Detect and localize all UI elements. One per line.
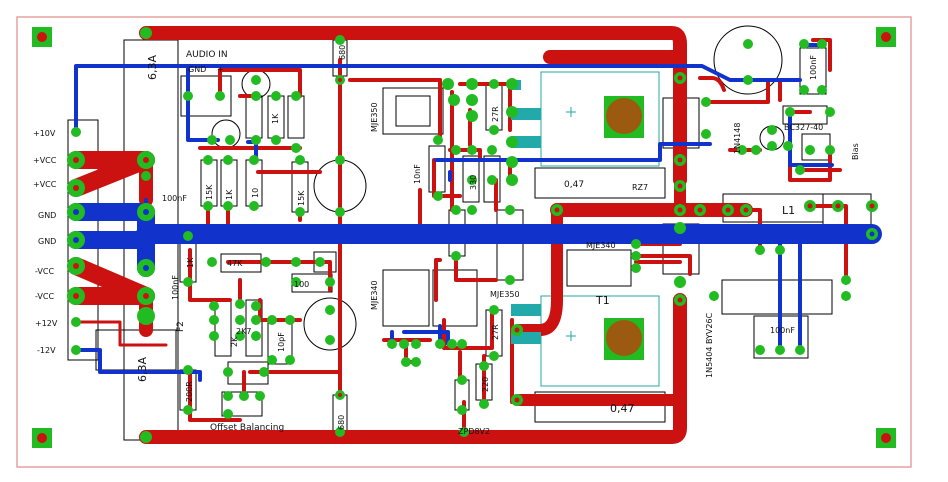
label-rail-nvcc1: -VCC <box>35 267 54 276</box>
label-zpd: ZPD8V2 <box>458 427 490 436</box>
label-mje350-top: MJE350 <box>370 102 379 132</box>
label-mje350-bot: MJE350 <box>490 290 520 299</box>
cross-markers <box>566 107 576 341</box>
label-r27r-b: 27R <box>491 324 500 340</box>
label-r22k: 2K <box>230 336 239 347</box>
label-plus-small: + <box>217 65 224 74</box>
label-bc327: BC327-40 <box>784 123 823 132</box>
label-audio-in: AUDIO IN <box>186 50 228 60</box>
label-r680-top: 680 <box>338 45 347 60</box>
label-pf: 10pF <box>277 332 286 352</box>
label-rail-12v: +12V <box>35 319 58 328</box>
label-mje340-top: MJE340 <box>370 280 379 310</box>
label-l1: L1 <box>782 204 795 217</box>
label-c100nf-a: 100nF <box>162 194 187 203</box>
label-bias: Bias <box>851 143 860 160</box>
bottom-layer-traces <box>67 43 882 382</box>
text-labels: AUDIO IN GND + 6,3A 6,3A F2 +10V +VCC +V… <box>33 45 860 436</box>
label-rail-nvcc2: -VCC <box>35 292 54 301</box>
label-r2k7: 2K7 <box>236 327 251 336</box>
label-r15k-a: 15K <box>297 190 306 206</box>
label-rz7: RZ7 <box>632 183 648 192</box>
label-c10nf: 10nF <box>413 164 422 184</box>
label-r47k: 47K <box>227 259 243 268</box>
label-res-047-a: 0,47 <box>564 180 584 190</box>
label-res-047-b: 0,47 <box>610 402 635 415</box>
label-r27r-a: 27R <box>491 106 500 122</box>
label-r15k-b: 15K <box>205 184 214 200</box>
label-r330: 330 <box>469 175 478 190</box>
label-fuse: 6,3A <box>136 357 149 382</box>
label-r100: 100 <box>294 280 309 289</box>
label-offset-balancing: Offset Balancing <box>210 423 284 433</box>
label-r680-bot: 680 <box>337 415 346 430</box>
label-mje340-bot: MJE340 <box>586 241 616 250</box>
label-d1n5404: 1N5404 BYV26C <box>705 312 714 378</box>
label-r220: 220 <box>481 377 490 392</box>
label-r1k-a: 1K <box>225 189 234 200</box>
label-r1k-b: 1K <box>186 257 195 268</box>
label-d1n4148: 1N4148 <box>733 123 742 154</box>
heatsink-pads <box>511 80 644 360</box>
label-t1: T1 <box>595 294 610 307</box>
label-rail-vcc2: +VCC <box>33 180 57 189</box>
label-gnd2: GND <box>38 237 56 246</box>
pads <box>32 27 896 448</box>
label-c100nf-d: 100nF <box>809 55 818 80</box>
label-rail-vcc1: +VCC <box>33 156 57 165</box>
label-rail-10v: +10V <box>33 129 56 138</box>
label-r1k-c: 1K <box>271 113 280 124</box>
board-outline <box>16 16 912 468</box>
label-gnd-small: GND <box>188 65 206 74</box>
label-c100nf-b: 100nF <box>171 275 180 300</box>
label-c100nf-c: 100nF <box>770 326 795 335</box>
label-rail-n12v: -12V <box>37 346 56 355</box>
label-f2: F2 <box>176 321 186 332</box>
label-r10: 10 <box>251 188 260 198</box>
label-r200: 200R <box>185 381 194 402</box>
label-gnd1: GND <box>38 211 56 220</box>
label-jack: 6,3A <box>146 55 159 80</box>
